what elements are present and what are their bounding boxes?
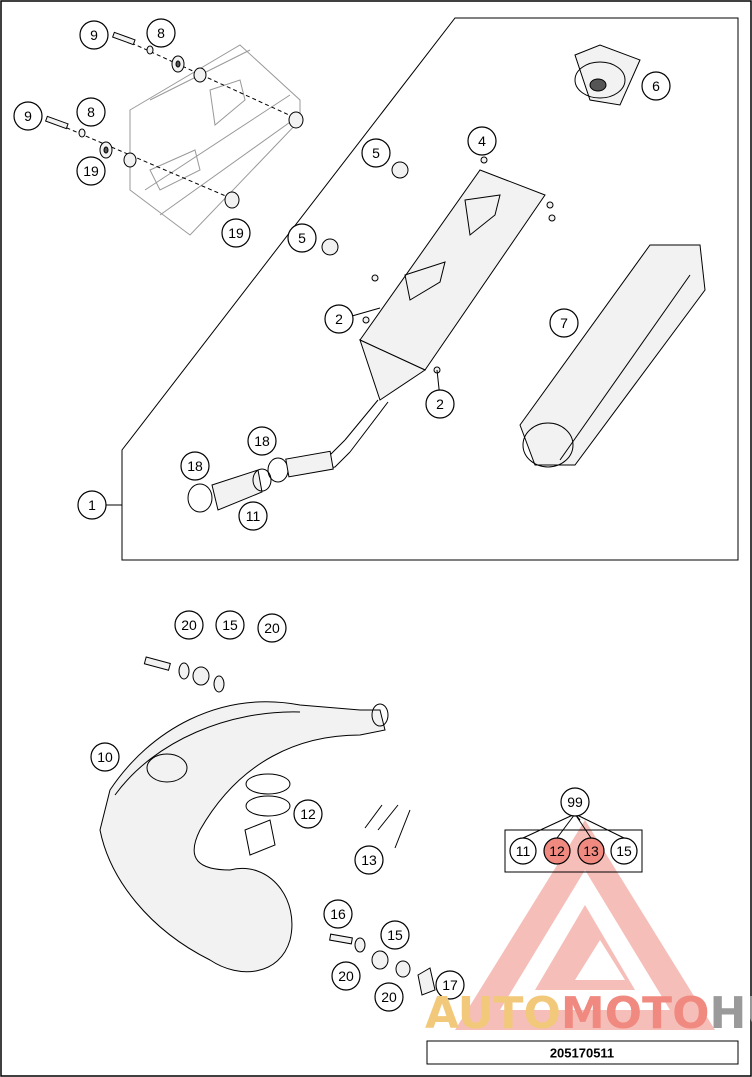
svg-text:1: 1: [88, 497, 96, 513]
svg-text:8: 8: [157, 25, 165, 41]
callout-20-top-left: 20: [174, 610, 204, 640]
kit-leader-1: [522, 813, 576, 839]
callout-6: 6: [641, 71, 671, 101]
svg-text:8: 8: [87, 104, 95, 120]
svg-text:18: 18: [187, 458, 203, 474]
svg-text:11: 11: [246, 508, 261, 524]
svg-text:15: 15: [222, 617, 238, 633]
callout-19-left: 19: [76, 156, 106, 186]
watermark-text: AUTOMOTOHUB: [425, 988, 752, 1039]
svg-text:5: 5: [372, 145, 380, 161]
svg-text:6: 6: [652, 78, 660, 94]
link-pipe-part: [187, 450, 334, 513]
callout-2-right: 2: [425, 389, 455, 419]
svg-text:9: 9: [90, 27, 98, 43]
svg-text:7: 7: [560, 315, 568, 331]
svg-text:13: 13: [583, 843, 599, 859]
svg-text:19: 19: [228, 225, 244, 241]
kit-callout-15: 15: [610, 837, 638, 865]
callout-2-left: 2: [324, 304, 354, 334]
silencer-sleeve-part: [519, 244, 706, 468]
svg-text:18: 18: [254, 433, 270, 449]
callout-18-left: 18: [180, 451, 210, 481]
kit-leader-3: [574, 813, 592, 839]
callout-12: 12: [293, 799, 323, 829]
callout-9-top: 9: [79, 20, 109, 50]
small-hardware: [321, 156, 556, 374]
callout-17: 17: [435, 970, 465, 1000]
callout-11: 11: [238, 501, 268, 531]
watermark-logo: [455, 820, 715, 1030]
callout-18-right: 18: [247, 426, 277, 456]
svg-text:99: 99: [567, 794, 583, 810]
svg-text:19: 19: [83, 163, 99, 179]
header-hardware: [143, 656, 436, 996]
svg-text:2: 2: [335, 311, 343, 327]
diagram-id-text: 205170511: [550, 1046, 614, 1061]
kit-leader-4: [574, 813, 625, 839]
kit-callout-12: 12: [543, 837, 571, 865]
svg-text:10: 10: [97, 749, 113, 765]
svg-text:20: 20: [264, 620, 280, 636]
header-pipe-part: [99, 701, 389, 973]
svg-text:20: 20: [181, 617, 197, 633]
assembly-frame: [121, 17, 739, 561]
callout-19-right: 19: [221, 218, 251, 248]
svg-text:20: 20: [381, 989, 397, 1005]
callout-20-top-right: 20: [257, 613, 287, 643]
svg-text:17: 17: [442, 977, 458, 993]
callout-5-lower: 5: [287, 223, 317, 253]
callout-4: 4: [467, 126, 497, 156]
callout-8-lower: 8: [76, 97, 106, 127]
callout-1: 1: [77, 490, 107, 520]
callout-16: 16: [323, 899, 353, 929]
kit-callout-11: 11: [509, 837, 537, 865]
end-cap-part: [574, 44, 641, 106]
callout-10: 10: [90, 742, 120, 772]
bracket-hardware: [44, 31, 304, 209]
callout-20-bottom-right: 20: [374, 982, 404, 1012]
callout-20-bottom-left: 20: [331, 961, 361, 991]
svg-text:9: 9: [24, 108, 32, 124]
svg-text:16: 16: [330, 906, 346, 922]
callout-9-lower: 9: [13, 101, 43, 131]
callout-15-top: 15: [215, 610, 245, 640]
svg-text:13: 13: [361, 852, 377, 868]
svg-text:11: 11: [516, 843, 531, 859]
silencer-body-part: [294, 169, 546, 473]
kit-callout-13: 13: [577, 837, 605, 865]
callout-99: 99: [560, 787, 590, 817]
callout-5-upper: 5: [361, 138, 391, 168]
svg-text:15: 15: [387, 927, 403, 943]
diagram-id-box: [426, 1040, 739, 1065]
svg-text:5: 5: [298, 230, 306, 246]
svg-text:15: 15: [616, 843, 632, 859]
callout-8-top: 8: [146, 18, 176, 48]
svg-text:12: 12: [300, 806, 316, 822]
svg-text:20: 20: [338, 968, 354, 984]
svg-text:12: 12: [549, 843, 565, 859]
kit-box: [504, 829, 643, 873]
callout-15-bottom: 15: [380, 920, 410, 950]
svg-text:2: 2: [436, 396, 444, 412]
svg-text:4: 4: [478, 133, 486, 149]
callout-13: 13: [354, 845, 384, 875]
kit-leader-2: [556, 813, 576, 839]
callout-7: 7: [549, 308, 579, 338]
frame-bracket-ghost: [129, 44, 301, 236]
